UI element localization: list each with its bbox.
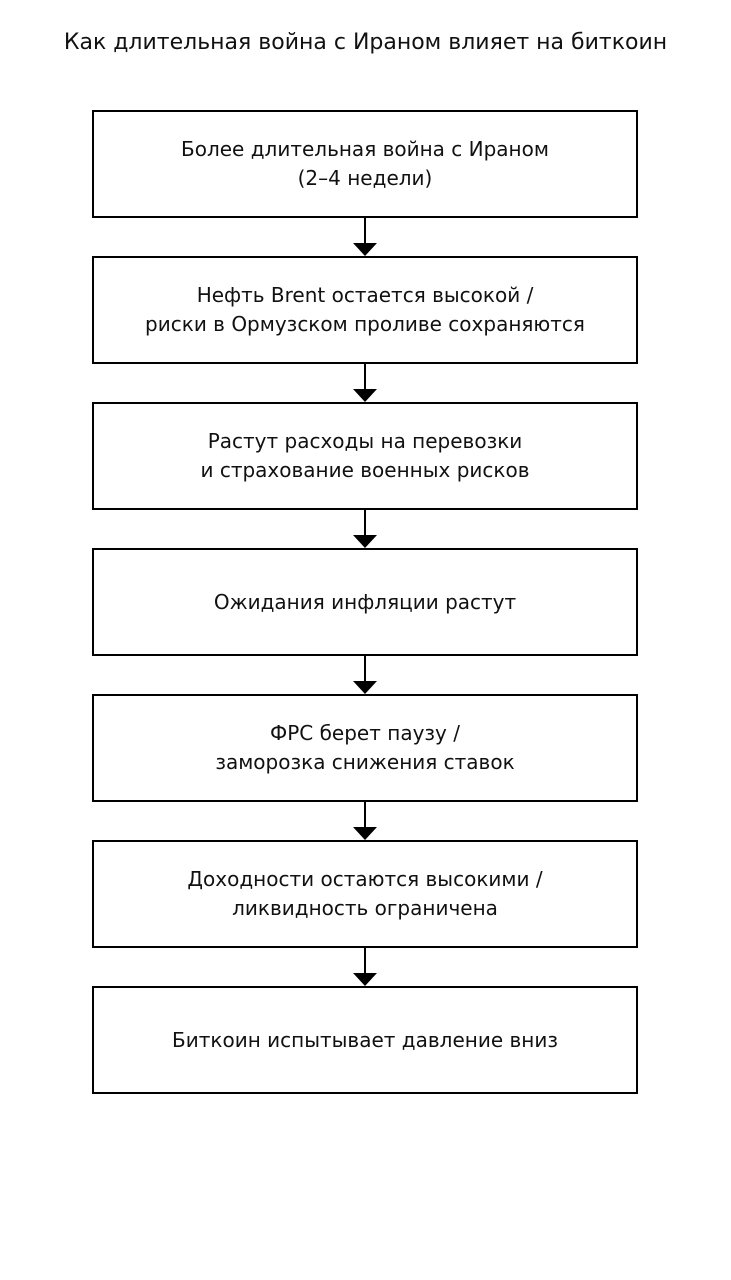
- arrow-down-icon: [352, 656, 378, 694]
- page-title: Как длительная война с Ираном влияет на …: [63, 30, 668, 55]
- flowchart: Более длительная война с Ираном (2–4 нед…: [92, 110, 638, 1094]
- arrow-down-icon: [352, 802, 378, 840]
- arrow-down-icon: [352, 510, 378, 548]
- arrow-down-icon: [352, 364, 378, 402]
- flow-node-shipping-costs: Растут расходы на перевозки и страховани…: [92, 402, 638, 510]
- arrow-down-icon: [352, 948, 378, 986]
- flow-node-brent-oil-high: Нефть Brent остается высокой / риски в О…: [92, 256, 638, 364]
- flow-node-bitcoin-pressure: Биткоин испытывает давление вниз: [92, 986, 638, 1094]
- arrow-down-icon: [352, 218, 378, 256]
- flow-node-fed-pause: ФРС берет паузу / заморозка снижения ста…: [92, 694, 638, 802]
- flow-node-inflation-expectations: Ожидания инфляции растут: [92, 548, 638, 656]
- flow-node-yields-high: Доходности остаются высокими / ликвиднос…: [92, 840, 638, 948]
- flow-node-war-duration: Более длительная война с Ираном (2–4 нед…: [92, 110, 638, 218]
